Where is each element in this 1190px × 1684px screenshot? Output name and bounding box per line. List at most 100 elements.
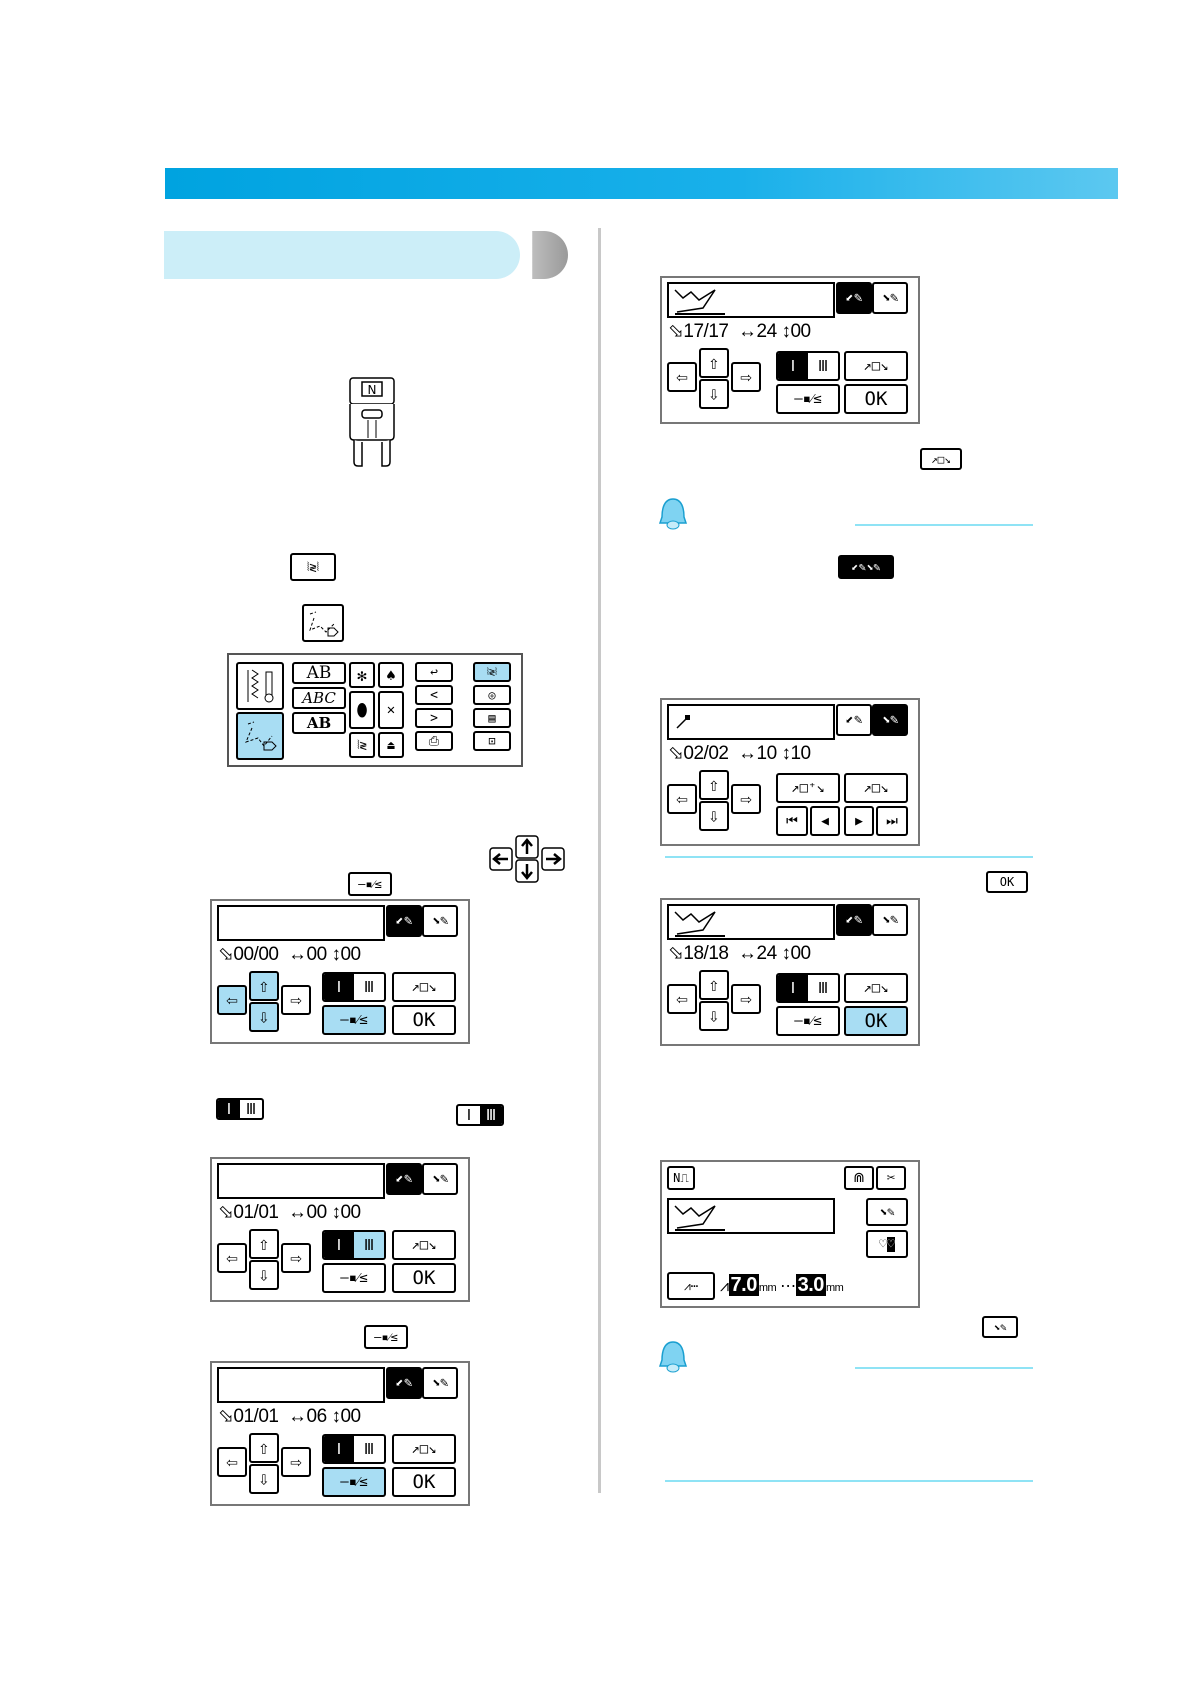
first-point-button[interactable]: ⏮ (776, 806, 808, 836)
satin-stitch-button[interactable]: ⬮ (349, 691, 375, 729)
stitch-preview-field (667, 282, 835, 318)
insert-point-button[interactable]: ↗□↘ (392, 1434, 456, 1464)
left-arrow-button[interactable]: ⇦ (217, 985, 247, 1015)
last-point-button[interactable]: ⏭ (876, 806, 908, 836)
left-arrow-button[interactable]: ⇦ (667, 362, 697, 392)
up-arrow-button[interactable]: ⇧ (699, 770, 729, 800)
edit-stitch-icon: ⬊✎ (982, 1316, 1018, 1338)
down-arrow-button[interactable]: ⇩ (699, 801, 729, 831)
left-arrow-button[interactable]: ⇦ (667, 784, 697, 814)
single-stitch-mode-button[interactable]: ⬋✎ (386, 905, 422, 937)
set-point-button[interactable]: —▪⁄≤ (322, 1263, 386, 1293)
section-heading-circle (520, 231, 568, 279)
ok-button[interactable]: OK (392, 1005, 456, 1035)
insert-point-button[interactable]: ↗□↘ (392, 1230, 456, 1260)
single-stitch-mode-button[interactable]: ⬋✎ (836, 282, 872, 314)
up-arrow-button[interactable]: ⇧ (249, 971, 279, 1001)
decorative-leaf-button[interactable]: ♠ (378, 662, 404, 688)
mirror-repeat-button[interactable]: ♡♡ (866, 1230, 908, 1258)
right-arrow-button[interactable]: ⇨ (731, 984, 761, 1014)
right-arrow-button[interactable]: ⇨ (281, 1447, 311, 1477)
ok-button[interactable]: OK (844, 384, 908, 414)
single-stitch-mode-button[interactable]: ⬋✎ (836, 904, 872, 936)
set-point-button[interactable]: —▪⁄≤ (776, 1006, 840, 1036)
left-arrow-button[interactable]: ⇦ (667, 984, 697, 1014)
character-outline-button[interactable]: AB (292, 712, 346, 734)
down-arrow-button[interactable]: ⇩ (699, 1001, 729, 1031)
set-point-button[interactable]: —▪⁄≤ (322, 1005, 386, 1035)
needle-position-button[interactable]: ⋒ (844, 1166, 874, 1190)
up-arrow-button[interactable]: ⇧ (249, 1433, 279, 1463)
right-arrow-button[interactable]: ⇨ (281, 985, 311, 1015)
character-alphabet-button[interactable]: AB (292, 662, 346, 684)
right-arrow-button[interactable]: ⇨ (731, 362, 761, 392)
note-rule-end (665, 856, 1033, 858)
single-stitch-mode-button[interactable]: ⬋✎ (386, 1367, 422, 1399)
memory-button[interactable]: ▤ (473, 708, 511, 728)
ok-button[interactable]: OK (844, 1006, 908, 1036)
triple-stitch-mode-button[interactable]: ⬊✎ (422, 905, 458, 937)
point-status: ⬂01/01 ↔06 ↕00 (218, 1406, 361, 1427)
pocket-stitch-button[interactable]: ⏏ (378, 732, 404, 758)
right-arrow-button[interactable]: ⇨ (281, 1243, 311, 1273)
ok-button[interactable]: OK (392, 1467, 456, 1497)
add-point-button[interactable]: ↗□⁺↘ (776, 773, 840, 803)
machine-settings-button[interactable]: ⎙ (415, 731, 453, 751)
utility-stitch-button[interactable] (236, 662, 284, 710)
applique-stitch-button[interactable]: ⦚≷ (349, 732, 375, 758)
edit-stitch-button[interactable]: ⬊✎ (866, 1198, 908, 1226)
my-custom-stitch-button[interactable] (236, 712, 284, 760)
next-point-button[interactable]: ▶ (844, 806, 874, 836)
triple-stitch-mode-button[interactable]: ⬊✎ (872, 904, 908, 936)
back-button[interactable]: ↩ (415, 662, 453, 682)
next-page-button[interactable]: > (415, 708, 453, 728)
decorative-flower-button[interactable]: ✻ (349, 662, 375, 688)
down-arrow-button[interactable]: ⇩ (249, 1002, 279, 1032)
stitch-preview-mode-button[interactable]: ⩘⋯ (667, 1272, 715, 1300)
ok-button[interactable]: OK (392, 1263, 456, 1293)
triple-stitch-mode-button[interactable]: ⬊✎ (872, 704, 908, 736)
up-arrow-button[interactable]: ⇧ (249, 1229, 279, 1259)
note-rule-2-end (665, 1480, 1033, 1482)
insert-point-button[interactable]: ↗□↘ (392, 972, 456, 1002)
sewing-settings-button[interactable]: ◎ (473, 685, 511, 705)
stitch-key-selected[interactable]: ⦚≷⦚ (473, 662, 511, 682)
triple-stitch-mode-button[interactable]: ⬊✎ (422, 1367, 458, 1399)
thread-cutter-button[interactable]: ✂ (876, 1166, 906, 1190)
cross-stitch-button[interactable]: ✕ (378, 691, 404, 729)
down-arrow-button[interactable]: ⇩ (249, 1464, 279, 1494)
up-arrow-button[interactable]: ⇧ (699, 348, 729, 378)
insert-point-button[interactable]: ↗□↘ (844, 973, 908, 1003)
help-button[interactable]: ⊡ (473, 731, 511, 751)
down-arrow-button[interactable]: ⇩ (699, 379, 729, 409)
previous-page-button[interactable]: < (415, 685, 453, 705)
insert-point-button[interactable]: ↗□↘ (844, 351, 908, 381)
stitch-preview-field (217, 1163, 385, 1199)
foot-letter: N (368, 383, 377, 397)
insert-point-button[interactable]: ↗□↘ (844, 773, 908, 803)
presser-foot-n-illustration: N (349, 377, 395, 467)
set-point-button[interactable]: —▪⁄≤ (776, 384, 840, 414)
left-arrow-button[interactable]: ⇦ (217, 1447, 247, 1477)
character-script-button[interactable]: ABC (292, 687, 346, 709)
stitch-preview-field (667, 904, 835, 940)
single-stitch-mode-button[interactable]: ⬋✎ (836, 704, 872, 736)
set-point-button[interactable]: —▪⁄≤ (322, 1467, 386, 1497)
up-arrow-button[interactable]: ⇧ (699, 970, 729, 1000)
previous-point-button[interactable]: ◀ (810, 806, 840, 836)
single-stitch-mode-button[interactable]: ⬋✎ (386, 1163, 422, 1195)
arrow-keys-icon (489, 835, 565, 883)
down-arrow-button[interactable]: ⇩ (249, 1260, 279, 1290)
left-arrow-button[interactable]: ⇦ (217, 1243, 247, 1273)
right-arrow-button[interactable]: ⇨ (731, 784, 761, 814)
triple-stitch-mode-button[interactable]: ⬊✎ (872, 282, 908, 314)
triple-stitch-mode-button[interactable]: ⬊✎ (422, 1163, 458, 1195)
